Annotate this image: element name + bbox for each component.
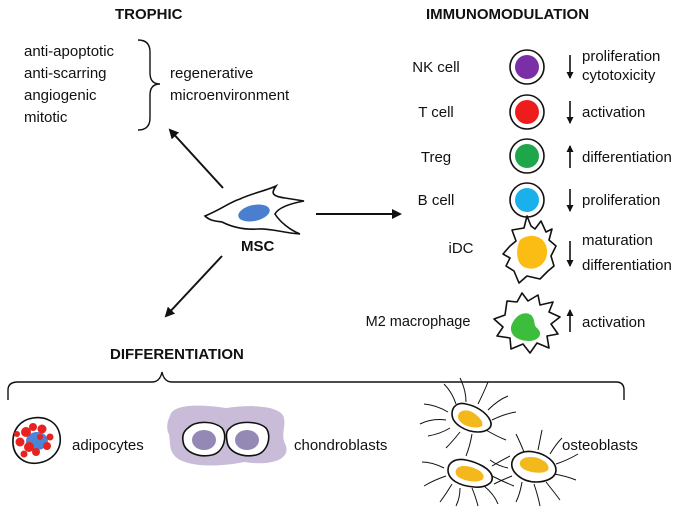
arrow-to-differentiation xyxy=(164,255,223,318)
diff-label-chondroblasts: chondroblasts xyxy=(294,437,387,454)
trophic-result-line1: regenerative xyxy=(170,65,253,82)
immune-cell-name: NK cell xyxy=(412,59,460,76)
diff-label-osteoblasts: osteoblasts xyxy=(562,437,638,454)
heading-immunomodulation: IMMUNOMODULATION xyxy=(426,6,589,23)
osteoblast-group xyxy=(419,377,579,507)
diff-label-adipocytes: adipocytes xyxy=(72,437,144,454)
immune-effect: maturation xyxy=(582,232,653,249)
t-cell-nucleus xyxy=(515,100,539,124)
heading-trophic: TROPHIC xyxy=(115,6,183,23)
immune-effect: activation xyxy=(582,314,645,331)
differentiation-bracket xyxy=(7,371,625,400)
chondroblast-nucleus xyxy=(192,430,216,450)
msc-nucleus xyxy=(238,204,270,222)
immune-cell-name: iDC xyxy=(449,240,474,257)
immune-cell-name: B cell xyxy=(418,192,455,209)
immune-effect: proliferation xyxy=(582,192,660,209)
immune-effect: activation xyxy=(582,104,645,121)
immune-row-m2: M2 macrophage activation xyxy=(366,292,645,354)
chondroblast-group xyxy=(167,405,287,466)
heading-differentiation: DIFFERENTIATION xyxy=(110,346,244,363)
trophic-bracket xyxy=(137,39,161,131)
trophic-result-line2: microenvironment xyxy=(170,87,290,104)
msc-label: MSC xyxy=(241,238,275,255)
immune-row-t: T cell activation xyxy=(418,94,645,130)
immune-effect: proliferation xyxy=(582,48,660,65)
trophic-item-mitotic: mitotic xyxy=(24,109,68,126)
immune-effect: cytotoxicity xyxy=(582,67,656,84)
trophic-properties: anti-apoptotic anti-scarring angiogenic … xyxy=(24,43,115,126)
immune-effect: differentiation xyxy=(582,149,672,166)
immune-cell-name: M2 macrophage xyxy=(366,314,471,330)
lipid-droplets xyxy=(14,423,54,458)
trophic-item-anti-apoptotic: anti-apoptotic xyxy=(24,43,115,60)
immune-cell-name: T cell xyxy=(418,104,454,121)
b-cell-nucleus xyxy=(515,188,539,212)
m2-macrophage-nucleus xyxy=(510,313,541,341)
immune-effect: differentiation xyxy=(582,257,672,274)
immune-row-b: B cell proliferation xyxy=(418,182,660,218)
immune-row-treg: Treg differentiation xyxy=(421,138,672,174)
idc-nucleus xyxy=(517,235,548,269)
msc-cell xyxy=(203,183,305,235)
treg-nucleus xyxy=(515,144,539,168)
nk-cell-nucleus xyxy=(515,55,539,79)
trophic-item-angiogenic: angiogenic xyxy=(24,87,97,104)
adipocyte-cell xyxy=(12,416,62,465)
trophic-item-anti-scarring: anti-scarring xyxy=(24,65,107,82)
osteoblast-processes xyxy=(419,377,579,507)
immune-cell-name: Treg xyxy=(421,149,451,166)
arrow-to-trophic xyxy=(168,128,224,189)
immune-row-idc: iDC maturation differentiation xyxy=(449,215,672,284)
chondroblast-nucleus xyxy=(235,430,259,450)
immune-row-nk: NK cell proliferation cytotoxicity xyxy=(412,48,660,85)
